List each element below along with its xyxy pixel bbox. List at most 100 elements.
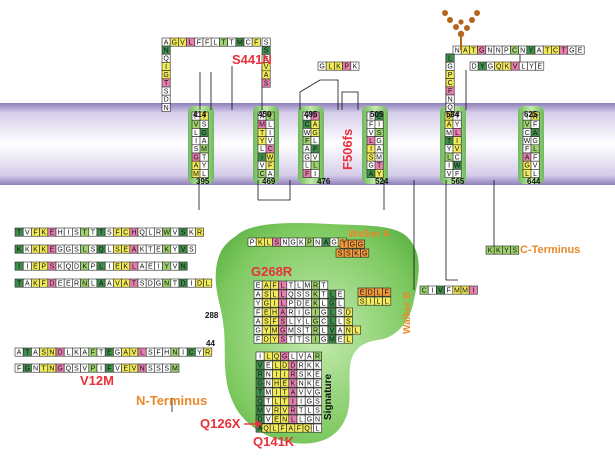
residue-cterm_tail-2: Y <box>502 245 511 255</box>
residue-nbd_row3-3: L <box>278 289 288 299</box>
svg-text:L: L <box>275 362 279 369</box>
residue-link_row3-16: E <box>145 261 155 271</box>
svg-text:I: I <box>456 138 458 145</box>
residue-nbd_row2-7: R <box>311 280 320 290</box>
svg-text:Y: Y <box>272 336 277 343</box>
svg-text:S: S <box>264 80 269 87</box>
residue-walker_b_res2-3: L <box>382 296 392 306</box>
residue-link_row4-23: L <box>203 278 213 288</box>
svg-text:I: I <box>300 398 302 405</box>
svg-text:K: K <box>258 239 263 246</box>
residue-nbd_row12-6: K <box>304 378 314 388</box>
svg-text:L: L <box>66 349 70 356</box>
svg-text:K: K <box>353 63 358 70</box>
svg-text:C: C <box>123 229 128 236</box>
svg-text:E: E <box>256 282 261 289</box>
mutation-q126x: Q126X <box>200 416 241 431</box>
residue-nterm_row2-3: T <box>39 363 49 373</box>
mutation-g268r: G268R <box>251 264 293 279</box>
svg-text:A: A <box>280 309 285 316</box>
svg-text:L: L <box>316 425 320 432</box>
svg-text:V: V <box>266 407 271 414</box>
residue-nbd_row4-9: G <box>327 298 337 308</box>
tm-residue-10-4: F <box>522 144 532 154</box>
svg-text:D: D <box>148 280 153 287</box>
svg-text:Y: Y <box>480 63 485 70</box>
residue-link_row3-3: P <box>39 261 49 271</box>
mutation-f506fs: F506fs <box>340 129 355 170</box>
residue-walker_b_res-2: L <box>374 287 383 297</box>
residue-nbd_row4-5: D <box>294 298 304 308</box>
n-terminus-label: N-Terminus <box>136 393 207 408</box>
residue-nbd_row14-1: T <box>263 396 273 406</box>
residue-ecl6_top-3: G <box>477 45 487 55</box>
residue-nbd_row8-10: E <box>335 334 345 344</box>
svg-text:G: G <box>156 280 161 287</box>
residue-nbd_row6-5: Y <box>294 316 304 326</box>
svg-text:L: L <box>377 298 381 305</box>
svg-text:A: A <box>132 246 137 253</box>
svg-text:V: V <box>533 163 538 170</box>
residue-link_row2-8: L <box>80 244 90 254</box>
svg-text:Q: Q <box>447 105 453 112</box>
tm-residue-3-7: A <box>265 169 275 178</box>
svg-text:K: K <box>123 263 128 270</box>
residue-intra_small-2: V <box>436 285 445 295</box>
svg-text:I: I <box>67 229 69 236</box>
svg-text:W: W <box>267 154 274 161</box>
svg-text:S: S <box>115 246 120 253</box>
svg-text:S: S <box>315 398 320 405</box>
svg-text:R: R <box>313 327 318 334</box>
svg-text:A: A <box>33 349 38 356</box>
residue-nbd_row3-1: S <box>261 289 271 299</box>
svg-text:L: L <box>132 263 136 270</box>
svg-text:P: P <box>344 63 349 70</box>
residue-ecl6_top-1: A <box>460 45 470 55</box>
svg-text:A: A <box>140 263 145 270</box>
svg-text:D: D <box>264 336 269 343</box>
tm-residue-4-5: G <box>302 152 312 162</box>
svg-text:A: A <box>123 280 128 287</box>
svg-text:E: E <box>264 309 269 316</box>
residue-ecl3_left-0: N <box>161 45 171 55</box>
svg-text:A: A <box>25 280 30 287</box>
residue-ecl3_left-1: Q <box>161 53 171 63</box>
residue-ecl6_top-15: E <box>575 45 585 55</box>
residue-loop_495-1: L <box>325 61 335 71</box>
residue-nbd_row2-6: M <box>302 280 312 290</box>
svg-text:G: G <box>479 47 484 54</box>
svg-text:G: G <box>305 309 310 316</box>
residue-cterm_tail-0: K <box>485 245 495 255</box>
tm-residue-6-6: G <box>366 160 376 170</box>
residue-ecl6_right-1: Y <box>477 61 487 71</box>
residue-link_row1-19: V <box>170 227 180 237</box>
residue-link_row3-11: I <box>104 261 114 271</box>
residue-intra_small-1: I <box>427 285 437 295</box>
svg-text:F: F <box>91 349 95 356</box>
svg-text:N: N <box>496 47 501 54</box>
tm-residue-6-7: A <box>366 169 376 178</box>
svg-text:F: F <box>455 171 459 178</box>
svg-text:I: I <box>274 300 276 307</box>
residue-nbd_row7-7: R <box>311 325 320 335</box>
svg-text:E: E <box>148 263 153 270</box>
svg-text:F: F <box>194 113 198 120</box>
svg-text:A: A <box>107 280 112 287</box>
svg-text:G: G <box>319 63 324 70</box>
residue-nbd_row16-6: G <box>304 414 314 424</box>
residue-nbd_row6-9: L <box>327 316 337 326</box>
svg-text:H: H <box>274 380 279 387</box>
svg-text:K: K <box>33 246 38 253</box>
svg-text:E: E <box>156 246 161 253</box>
svg-text:D: D <box>181 280 186 287</box>
svg-text:C: C <box>268 146 273 153</box>
residue-ecl6_left-3: C <box>445 78 455 88</box>
residue-nbd_row12-0: G <box>255 378 265 388</box>
svg-text:K: K <box>307 371 312 378</box>
svg-text:E: E <box>264 56 269 63</box>
residue-nterm_row2-18: S <box>162 363 172 373</box>
svg-text:M: M <box>265 389 271 396</box>
svg-text:S: S <box>202 122 207 129</box>
svg-text:E: E <box>274 416 279 423</box>
svg-text:P: P <box>41 263 46 270</box>
